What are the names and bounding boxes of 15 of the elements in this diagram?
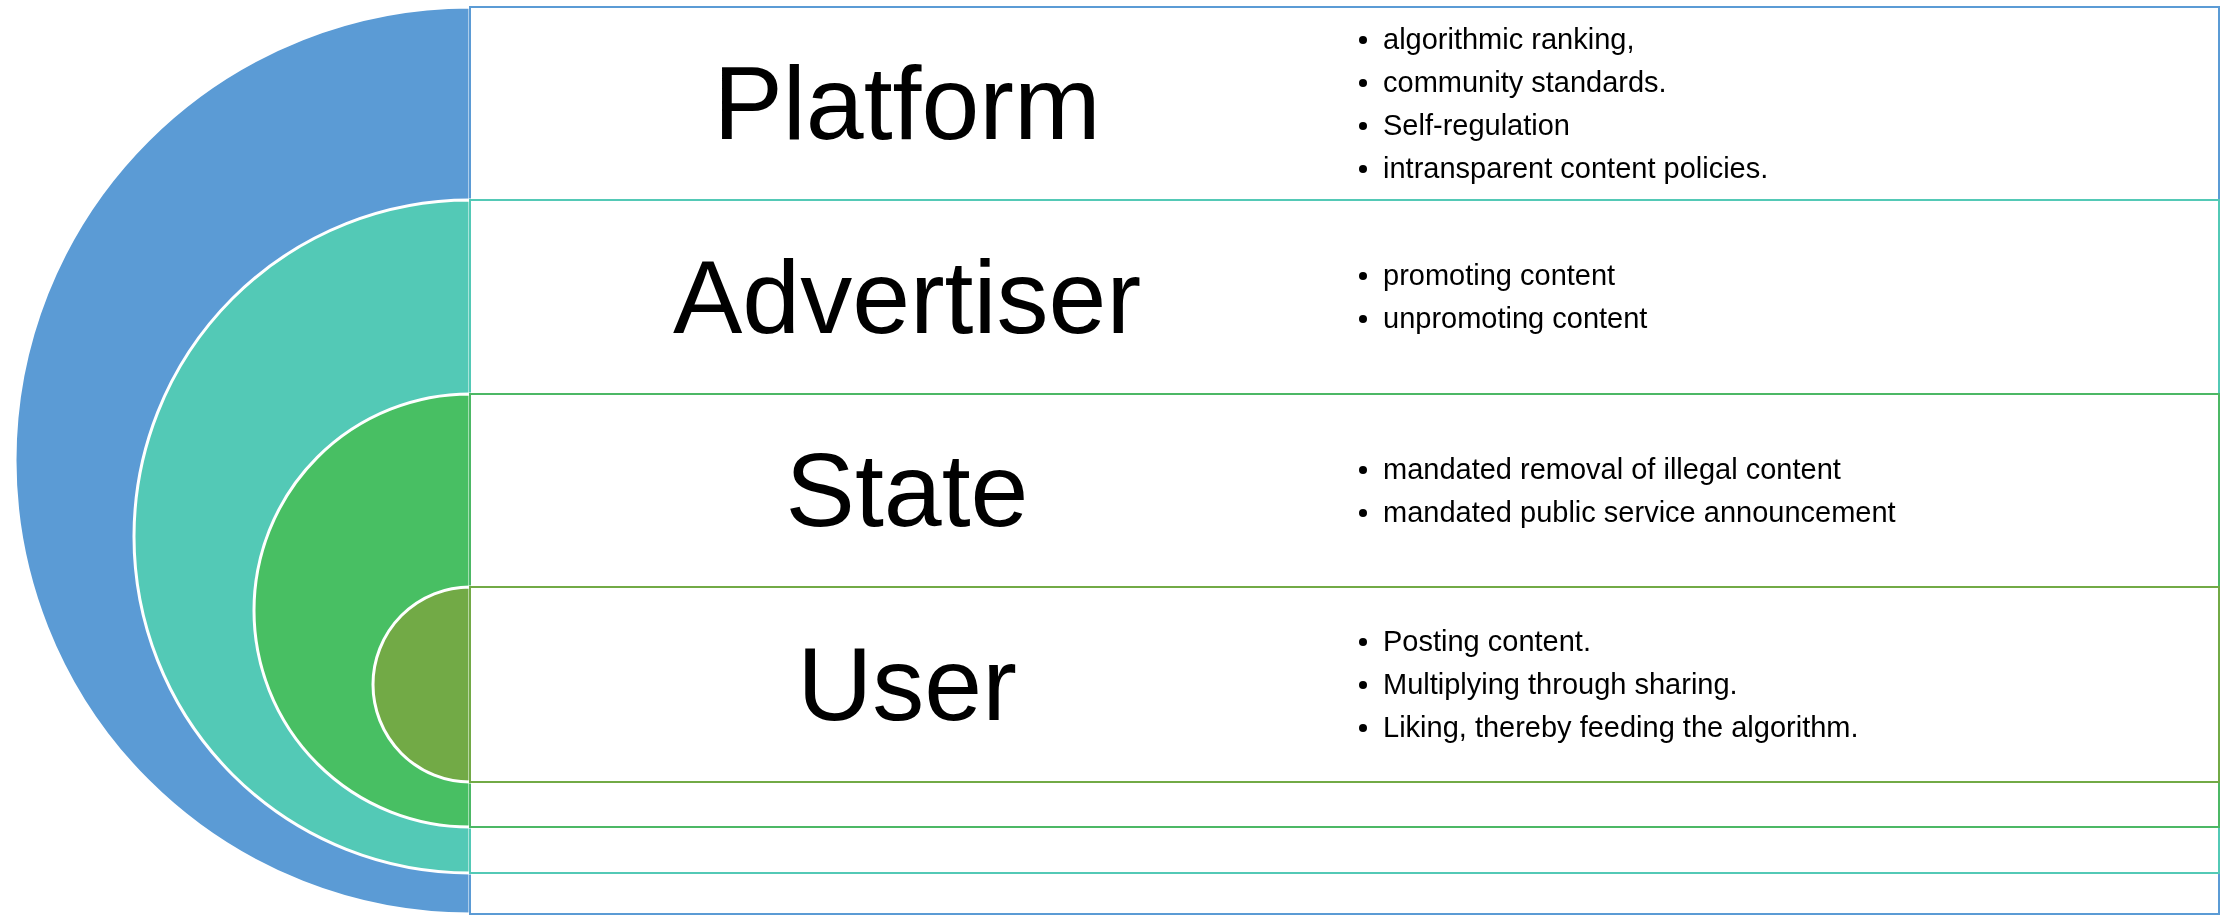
bullet-text: promoting content bbox=[1383, 259, 1616, 291]
bullet-text: mandated public service announcement bbox=[1383, 495, 1896, 528]
bullet-text: Liking, thereby feeding the algorithm. bbox=[1383, 711, 1859, 743]
layer-title: User bbox=[797, 625, 1017, 744]
layer-title: Platform bbox=[713, 44, 1101, 163]
bullet-text: algorithmic ranking, bbox=[1383, 22, 1635, 55]
layer-title: State bbox=[785, 431, 1029, 550]
bullet-text: intransparent content policies. bbox=[1383, 151, 1769, 184]
bullet-text: community standards. bbox=[1383, 65, 1667, 98]
bullet-text: Posting content. bbox=[1383, 625, 1591, 657]
bullet-text: mandated removal of illegal content bbox=[1383, 452, 1841, 485]
bullet-text: Self-regulation bbox=[1383, 108, 1570, 141]
bullet-text: Multiplying through sharing. bbox=[1383, 668, 1738, 700]
layer-title: Advertiser bbox=[672, 237, 1142, 357]
bullet-text: unpromoting content bbox=[1383, 302, 1648, 334]
